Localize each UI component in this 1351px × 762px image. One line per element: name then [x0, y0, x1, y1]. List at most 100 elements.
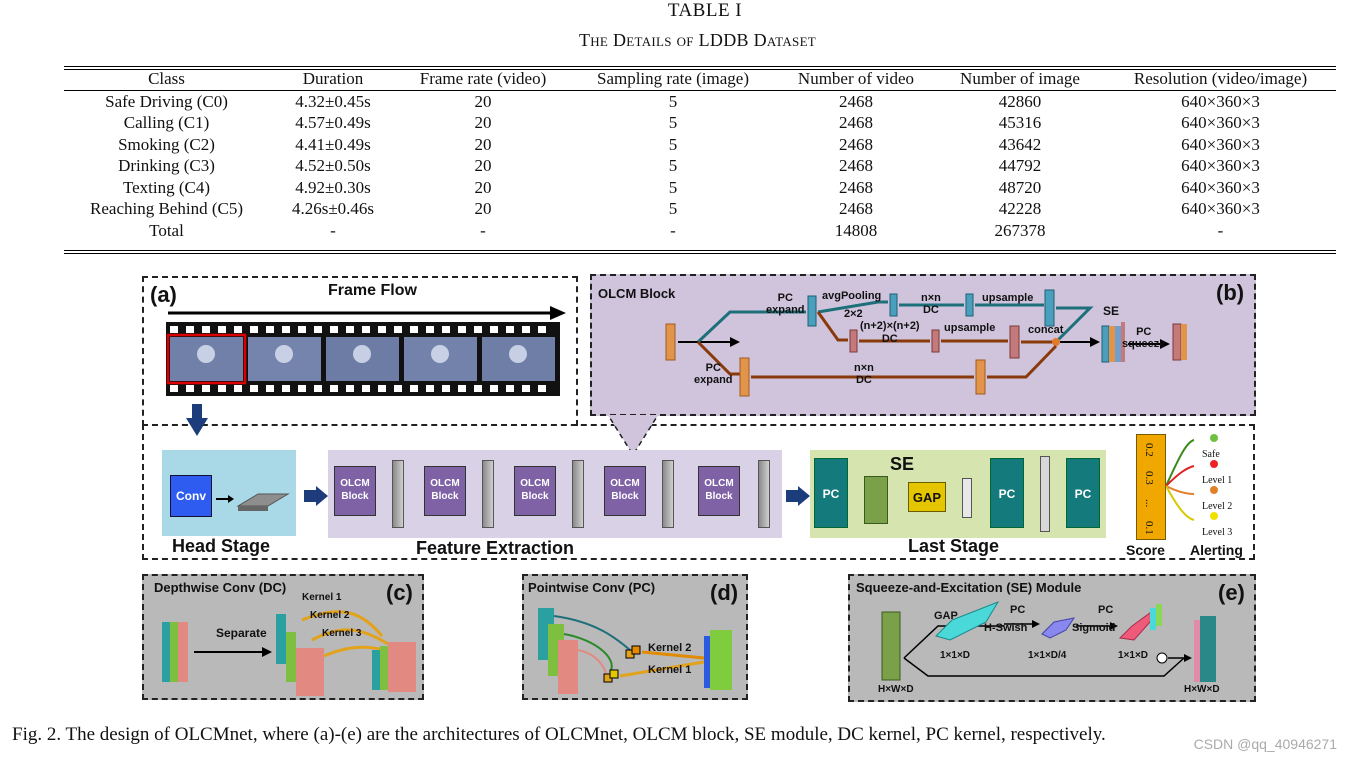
panel-d-title: Pointwise Conv (PC) [528, 580, 656, 595]
alert-level-safe: Safe [1202, 449, 1220, 460]
panel-c-label: (c) [386, 580, 413, 605]
cell: 45316 [998, 113, 1042, 133]
dataset-table: Class Duration Frame rate (video) Sampli… [64, 68, 1336, 242]
cell: 4.57±0.49s [295, 113, 371, 133]
last-pc-3: PC [1066, 458, 1100, 528]
olcm-output-4 [662, 460, 674, 528]
kernel-3-label: Kernel 3 [322, 628, 362, 639]
score-value: 0.1 [1143, 520, 1155, 535]
panel-a-frame [142, 424, 1255, 560]
panel-b-label: (b) [1216, 280, 1245, 305]
olcm-block-3: OLCM Block [514, 466, 556, 516]
cell: 5 [668, 91, 678, 111]
arrow-head-to-feat [304, 486, 328, 506]
cell: 4.52±0.50s [295, 156, 371, 176]
feature-extraction-label: Feature Extraction [416, 538, 575, 558]
alert-level-1: Level 1 [1202, 475, 1233, 486]
cell: 267378 [994, 220, 1046, 240]
pc-diagram [538, 608, 732, 694]
cell: 20 [474, 156, 492, 176]
panel-d-label: (d) [710, 580, 739, 605]
arrow-feat-to-last [786, 486, 810, 506]
panel-c-title: Depthwise Conv (DC) [154, 580, 287, 595]
figure-caption: Fig. 2. The design of OLCMnet, where (a)… [12, 724, 1106, 745]
table-caption: TABLE I [667, 0, 743, 21]
cell: 20 [474, 177, 492, 197]
olcm-block-1: OLCM Block [334, 466, 376, 516]
cell: 5 [668, 134, 678, 154]
olcm-se: SE [1103, 304, 1120, 318]
kernel-2-label: Kernel 2 [310, 610, 350, 621]
cell: 2468 [839, 177, 873, 197]
header-num-video: Number of video [777, 68, 935, 91]
pc-kernel-1-label: Kernel 1 [648, 664, 692, 676]
header-resolution: Resolution (video/image) [1105, 68, 1336, 91]
panel-a-label: (a) [150, 282, 177, 307]
cell: 14808 [834, 220, 878, 240]
cell: 43642 [998, 134, 1042, 154]
panel-e-label: (e) [1218, 580, 1245, 605]
alert-levels: Safe Level 1 Level 2 Level 3 [1202, 442, 1232, 546]
cell: 4.41±0.49s [295, 134, 371, 154]
olcm-block-diagram [665, 289, 1187, 397]
conv-block: Conv [170, 475, 212, 517]
score-value: ... [1143, 498, 1155, 507]
panel-e [848, 574, 1256, 702]
olcm-pool-size: 2×2 [844, 308, 863, 320]
cell: 42860 [998, 91, 1042, 111]
last-stage-label: Last Stage [908, 536, 1000, 556]
cell: 20 [474, 113, 492, 133]
cell: 640×360×3 [1181, 91, 1260, 111]
se-hwd-out: H×W×D [1184, 684, 1220, 695]
gap-block: GAP [908, 482, 946, 512]
olcm-output-3 [572, 460, 584, 528]
olcm-output-5 [758, 460, 770, 528]
olcm-pc-squeeze: PC squeeze [1122, 326, 1166, 350]
se-dim-2: 1×1×D/4 [1028, 650, 1067, 661]
olcm-nn-dc-top: n×n DC [921, 292, 941, 316]
last-stage-bg [810, 450, 1106, 538]
cell: 44792 [998, 156, 1042, 176]
frame-flow-arrow [168, 306, 566, 320]
last-pc-1: PC [814, 458, 848, 528]
se-diagram [881, 601, 1216, 682]
se-feature [864, 476, 888, 524]
cell: 48720 [998, 177, 1042, 197]
separate-label: Separate [216, 626, 267, 640]
last-se-label: SE [890, 454, 915, 474]
se-gap: GAP [934, 610, 958, 622]
film-strip [166, 322, 560, 396]
cell: 42228 [998, 199, 1042, 219]
cell: 640×360×3 [1181, 177, 1260, 197]
panel-a-frame-top [142, 276, 578, 426]
score-value: 0.2 [1143, 443, 1155, 457]
kernel-1-label: Kernel 1 [302, 592, 342, 603]
cell: 5 [668, 177, 678, 197]
down-arrow [186, 404, 208, 436]
cell: 2468 [839, 156, 873, 176]
cell: Texting (C4) [122, 177, 211, 197]
olcm-nn-dc-bottom: n×n DC [854, 362, 874, 386]
cell: 20 [474, 134, 492, 154]
olcm-block-4: OLCM Block [604, 466, 646, 516]
cell: - [330, 220, 336, 240]
cell: Total [149, 220, 184, 240]
cell: - [1217, 220, 1224, 240]
score-bar: 0.2 0.3 ... 0.1 [1136, 434, 1166, 540]
table-header-row: Class Duration Frame rate (video) Sampli… [64, 68, 1336, 91]
se-pc-1: PC [1010, 604, 1026, 616]
watermark: CSDN @qq_40946271 [1193, 736, 1337, 752]
olcm-avgpooling: avgPooling [822, 290, 882, 302]
olcm-pc-expand-bottom: PC expand [694, 362, 733, 386]
table-bottom-rule [64, 250, 1336, 251]
conv-output [216, 493, 290, 511]
olcm-output-1 [392, 460, 404, 528]
cell: - [480, 220, 486, 240]
alerting-label: Alerting [1190, 542, 1243, 558]
gap-output [962, 478, 972, 518]
